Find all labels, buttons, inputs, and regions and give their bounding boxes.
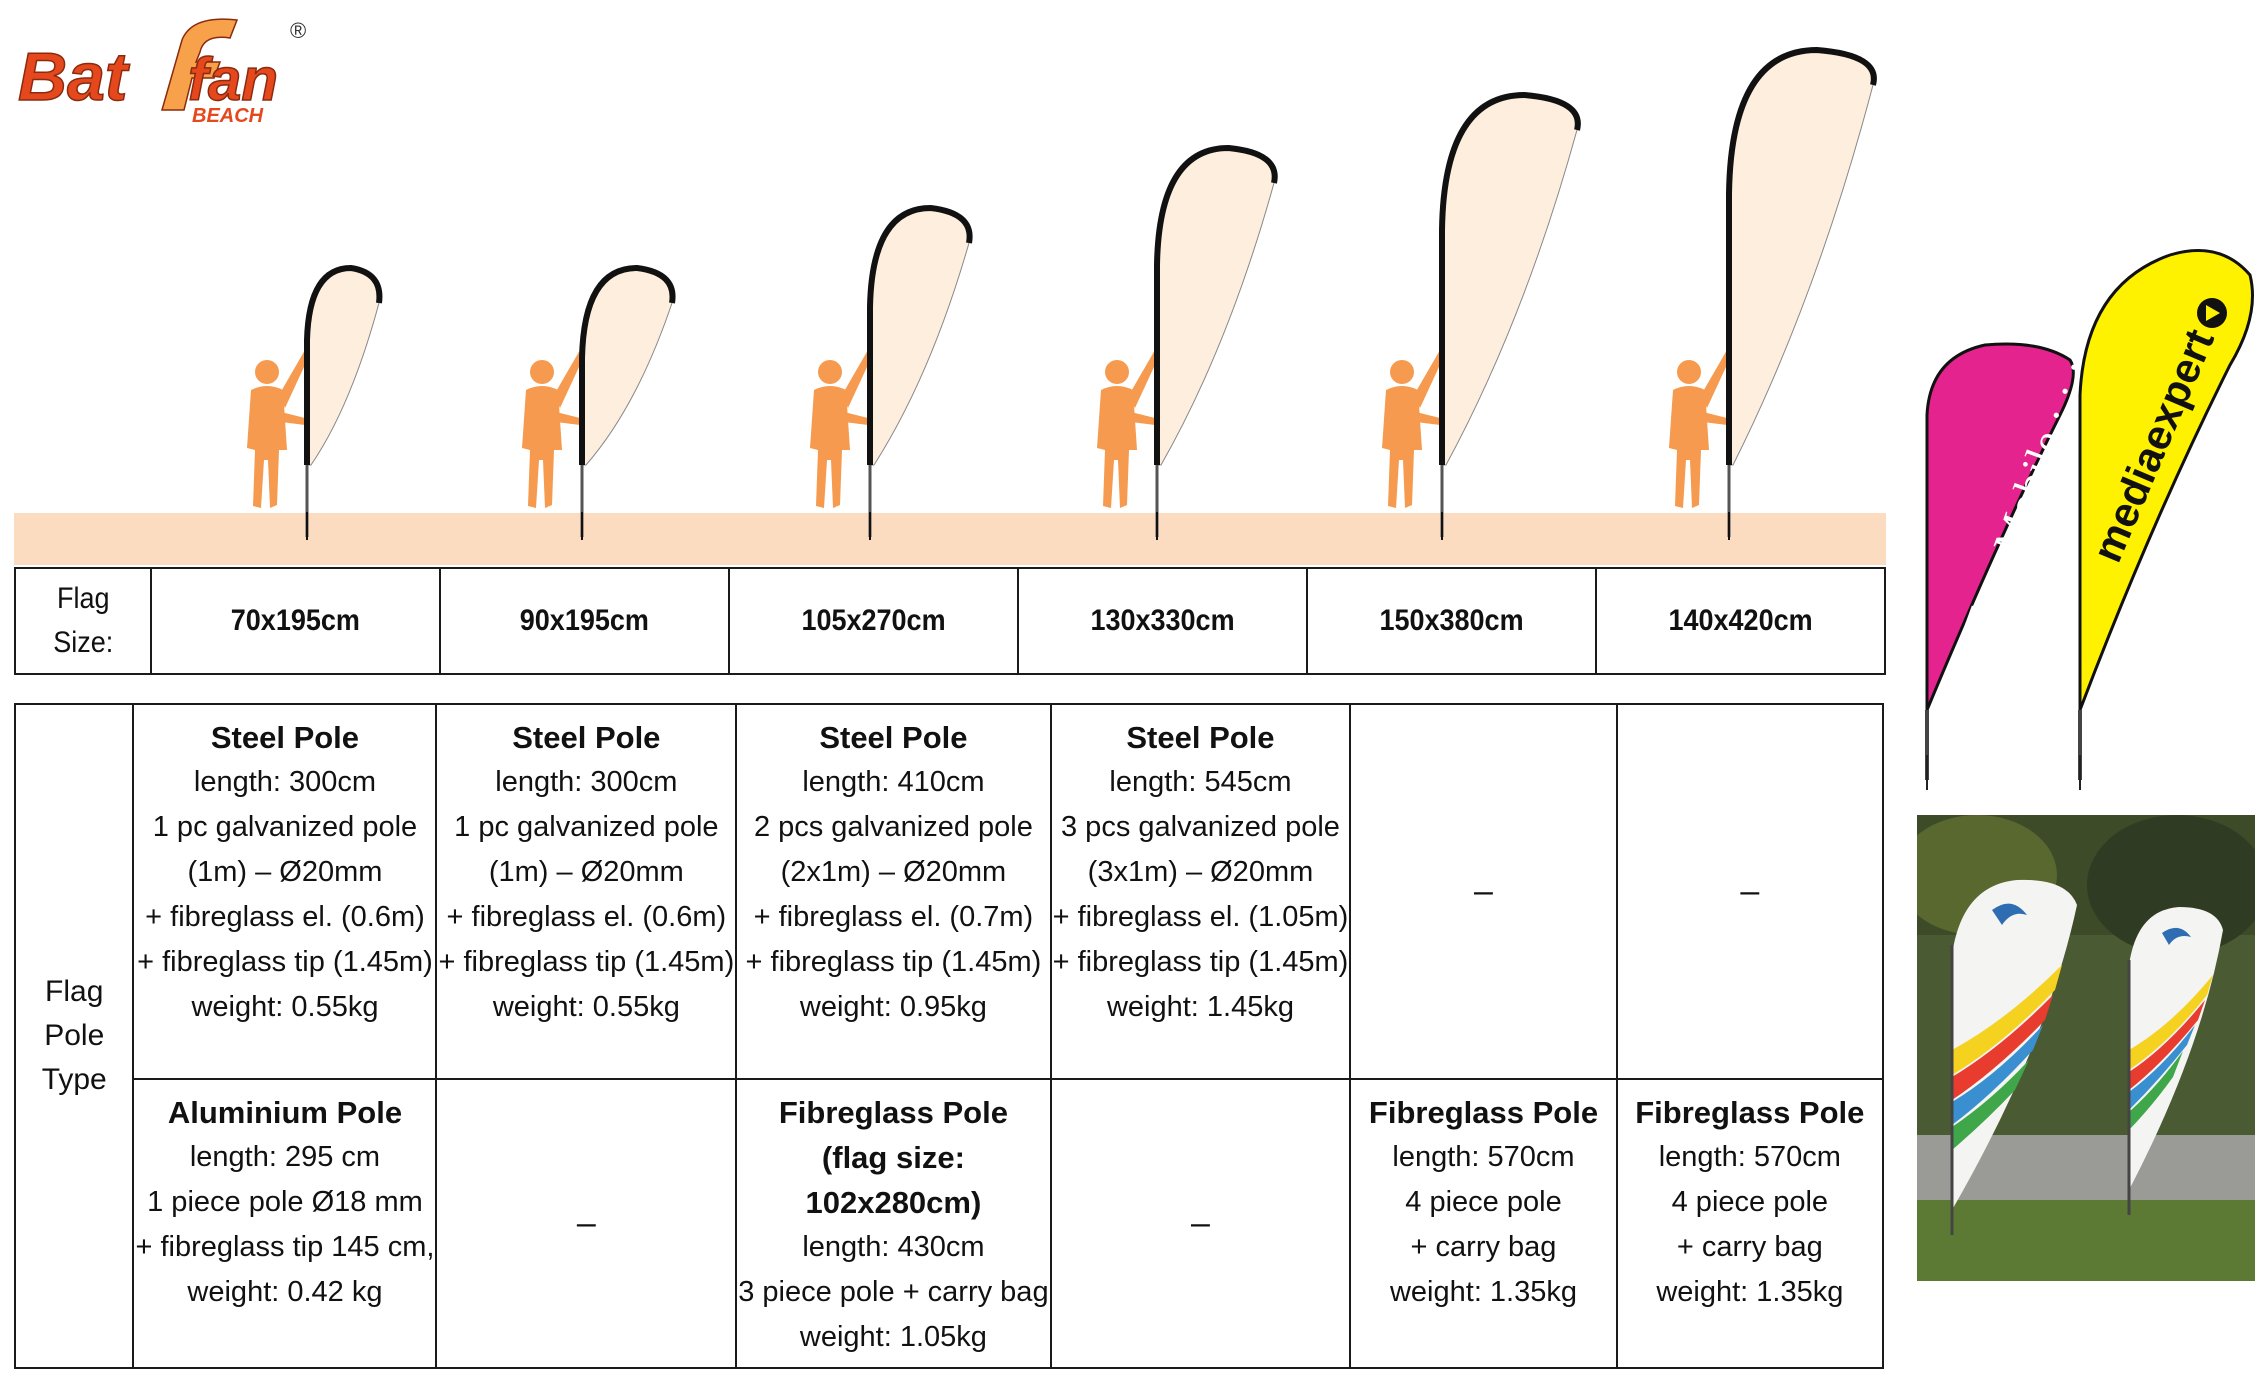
person-head xyxy=(530,360,554,384)
flag-size-cell: 140x420cm xyxy=(1609,567,1872,675)
person-arm-raised xyxy=(1414,350,1445,408)
example-branded-flags: T · · Mobile · · · mediaexpert xyxy=(1925,249,2254,790)
flag-pole-curve xyxy=(1154,144,1278,465)
person-body xyxy=(1669,386,1709,508)
flag-size-label: Flag Size: xyxy=(20,567,146,675)
outdoor-flags-photo xyxy=(1917,815,2255,1281)
person-body xyxy=(810,386,850,508)
pole-cell-empty: – xyxy=(1615,703,1885,1080)
flag-pole-curve xyxy=(304,264,383,465)
flag-size-cell: 130x330cm xyxy=(1031,567,1294,675)
logo-text-fan: fan xyxy=(188,46,278,113)
flag-size-table: Flag Size: 70x195cm 90x195cm 105x270cm 1… xyxy=(14,567,1886,675)
tmobile-flag: T · · Mobile · · · xyxy=(1925,342,2099,790)
batfan-logo: Bat fan BEACH ® xyxy=(17,18,306,125)
person-arm-holding xyxy=(556,412,580,425)
pole-cell-empty: – xyxy=(1049,1078,1352,1369)
pole-row-1: Flag Pole Type Steel Pole length: 300cm … xyxy=(13,703,1885,1369)
person-head xyxy=(1677,360,1701,384)
flag-pole-curve xyxy=(1726,46,1877,465)
person-arm-raised xyxy=(1129,350,1160,408)
person-body xyxy=(1382,386,1422,508)
person-arm-holding xyxy=(1131,412,1155,425)
photo-flag-left xyxy=(1950,879,2077,1235)
pole-cell-steel-130: Steel Pole length: 545cm 3 pcs galvanize… xyxy=(1049,703,1352,1080)
logo-text-beach: BEACH xyxy=(192,105,264,125)
pole-cell-fibreglass-105: Fibreglass Pole (flag size: 102x280cm) l… xyxy=(735,1078,1052,1369)
person-body xyxy=(1097,386,1137,508)
teardrop-flag xyxy=(869,207,971,466)
flag-pole-curve xyxy=(579,264,676,465)
flag-size-cell: 70x195cm xyxy=(164,567,427,675)
person-arm-holding xyxy=(1416,412,1440,425)
person-arm-raised xyxy=(1701,350,1732,408)
person-body xyxy=(522,386,562,508)
ground-strip xyxy=(14,513,1886,565)
logo-f-swoosh xyxy=(161,18,239,111)
pole-cell-fibreglass-150: Fibreglass Pole length: 570cm 4 piece po… xyxy=(1349,1078,1618,1369)
teardrop-flag xyxy=(1156,147,1276,466)
person-arm-raised xyxy=(842,350,873,408)
person-head xyxy=(255,360,279,384)
flag-pole-curve xyxy=(1439,91,1581,465)
pole-cell-steel-90: Steel Pole length: 300cm 1 pc galvanized… xyxy=(435,703,738,1080)
flag-size-row: Flag Size: 70x195cm 90x195cm 105x270cm 1… xyxy=(15,567,1885,675)
pole-cell-fibreglass-140: Fibreglass Pole length: 570cm 4 piece po… xyxy=(1615,1078,1885,1369)
flag-pole-type-label: Flag Pole Type xyxy=(13,703,135,1369)
person-head xyxy=(1105,360,1129,384)
teardrop-flag xyxy=(306,267,380,466)
pole-row-2: Aluminium Pole length: 295 cm 1 piece po… xyxy=(15,1078,1885,1369)
person-arm-raised xyxy=(554,350,585,408)
person-arm-holding xyxy=(1703,412,1727,425)
registered-mark: ® xyxy=(290,18,306,43)
pole-cell-steel-105: Steel Pole length: 410cm 2 pcs galvanize… xyxy=(735,703,1052,1080)
person-arm-raised xyxy=(279,350,310,408)
flag-size-cell: 90x195cm xyxy=(453,567,716,675)
teardrop-flag xyxy=(1728,49,1875,466)
flag-size-cell: 105x270cm xyxy=(742,567,1005,675)
person-arm-holding xyxy=(281,412,305,425)
pole-cell-steel-70: Steel Pole length: 300cm 1 pc galvanized… xyxy=(132,703,438,1080)
flag-size-illustration xyxy=(247,46,1877,540)
person-body xyxy=(247,386,287,508)
photo-flag-right xyxy=(2127,907,2223,1215)
flag-pole-table: Flag Pole Type Steel Pole length: 300cm … xyxy=(13,703,1885,1369)
teardrop-flag xyxy=(1441,94,1579,466)
pole-cell-empty: – xyxy=(1349,703,1618,1080)
person-head xyxy=(1390,360,1414,384)
pole-cell-aluminium: Aluminium Pole length: 295 cm 1 piece po… xyxy=(132,1078,438,1369)
mediaexpert-flag: mediaexpert xyxy=(2078,249,2254,790)
logo-text-bat: Bat xyxy=(18,39,130,115)
flag-size-cell: 150x380cm xyxy=(1320,567,1583,675)
flag-pole-curve xyxy=(867,204,973,465)
person-head xyxy=(818,360,842,384)
person-arm-holding xyxy=(844,412,868,425)
pole-cell-empty: – xyxy=(435,1078,738,1369)
